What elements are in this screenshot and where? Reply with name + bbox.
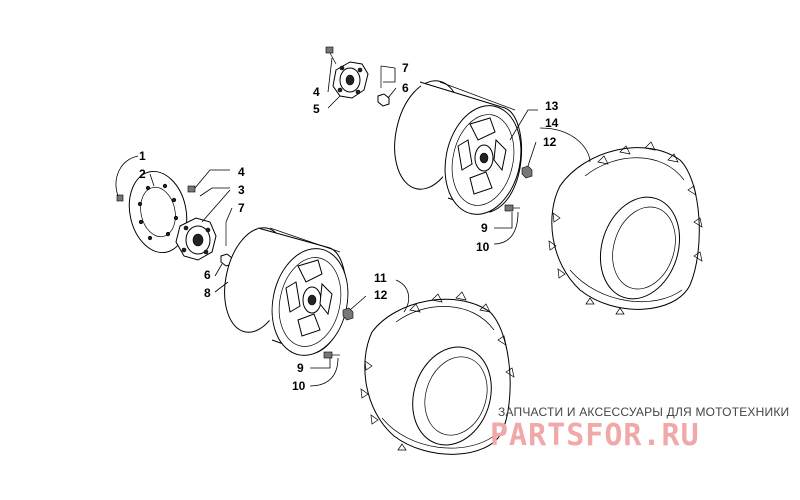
callout-6-lower: 6 <box>204 268 211 282</box>
watermark-logo: PARTSFOR.RU <box>490 418 700 453</box>
callout-1: 1 <box>139 149 146 163</box>
lower-lug-nut <box>342 307 354 321</box>
callout-2: 2 <box>139 167 146 181</box>
upper-hub-stud <box>325 46 337 65</box>
upper-lug-nut <box>521 165 533 179</box>
upper-valve-stem <box>504 204 520 212</box>
callout-12-lower: 12 <box>374 288 388 302</box>
callout-9-lower: 9 <box>297 361 304 375</box>
callout-10-upper: 10 <box>476 240 490 254</box>
callout-4-lower: 4 <box>238 165 245 179</box>
callout-3: 3 <box>238 183 245 197</box>
lower-hub-stud <box>187 185 196 193</box>
callout-4-upper: 4 <box>313 85 320 99</box>
callout-8: 8 <box>204 286 211 300</box>
watermark-caption: ЗАПЧАСТИ И АКСЕССУАРЫ ДЛЯ МОТОТЕХНИКИ <box>498 405 790 419</box>
callout-14: 14 <box>545 116 559 130</box>
disc-screw <box>116 194 124 202</box>
upper-axle-nut <box>377 93 390 107</box>
callout-10-lower: 10 <box>292 379 306 393</box>
callout-7-lower: 7 <box>238 201 245 215</box>
callout-7-upper: 7 <box>402 61 409 75</box>
lower-wheel-hub <box>175 217 217 261</box>
callout-13: 13 <box>545 99 559 113</box>
callout-9-upper: 9 <box>481 221 488 235</box>
upper-wheel-rim <box>394 80 522 215</box>
callout-11: 11 <box>374 271 387 285</box>
upper-wheel-hub <box>332 61 369 99</box>
lower-valve-stem <box>323 351 340 359</box>
leader-lines <box>115 57 591 387</box>
lower-tire <box>360 291 515 455</box>
callout-labels: 1 2 4 3 7 6 8 4 5 7 6 13 14 12 9 10 11 1… <box>139 61 559 393</box>
callout-12-upper: 12 <box>543 135 557 149</box>
brake-disc <box>128 170 188 254</box>
upper-tire <box>548 141 703 315</box>
callout-5: 5 <box>313 102 320 116</box>
lower-wheel-rim <box>224 227 349 356</box>
callout-6-upper: 6 <box>402 81 409 95</box>
